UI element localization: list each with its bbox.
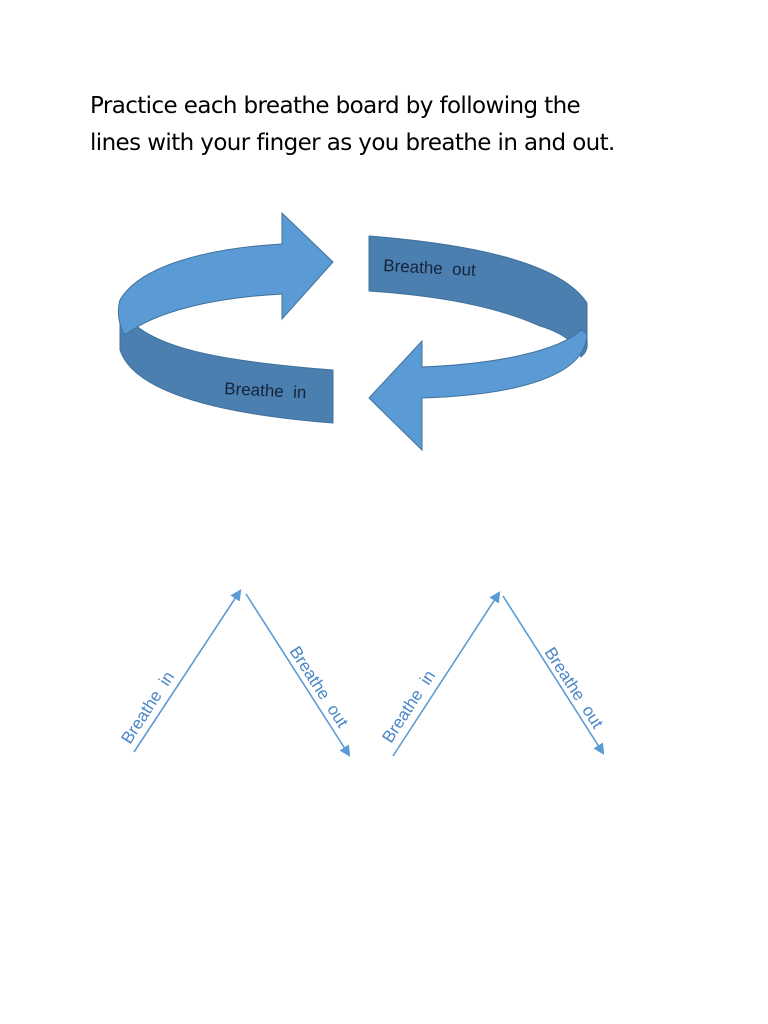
breathe-out-line[interactable]: [245, 593, 351, 757]
breathe-out-line[interactable]: [502, 595, 605, 755]
bottom-arrow[interactable]: [368, 329, 588, 452]
breathe-in-line[interactable]: [133, 589, 242, 753]
instructions-line-1: Practice each breathe board by following…: [90, 93, 581, 119]
breathe-out-label: Breathe out: [286, 643, 353, 731]
breathe-in-label: Breathe in: [224, 379, 307, 402]
zigzag-breathe-board-1[interactable]: Breathe in Breathe out: [117, 589, 353, 757]
circular-breathe-board[interactable]: Breathe out Breathe in: [117, 211, 588, 452]
breathe-out-band[interactable]: [368, 235, 588, 358]
breathe-in-line[interactable]: [392, 591, 501, 757]
instructions-text: Practice each breathe board by following…: [90, 88, 730, 162]
breathe-in-band[interactable]: [119, 299, 334, 424]
top-arrow[interactable]: [117, 211, 334, 336]
breathe-in-label: Breathe in: [117, 668, 178, 747]
instructions-line-2: lines with your finger as you breathe in…: [90, 130, 615, 156]
zigzag-breathe-board-2[interactable]: Breathe in Breathe out: [378, 591, 608, 757]
breathe-out-label: Breathe out: [541, 644, 608, 732]
breathe-out-label: Breathe out: [383, 256, 477, 280]
breathe-in-label: Breathe in: [378, 667, 439, 746]
